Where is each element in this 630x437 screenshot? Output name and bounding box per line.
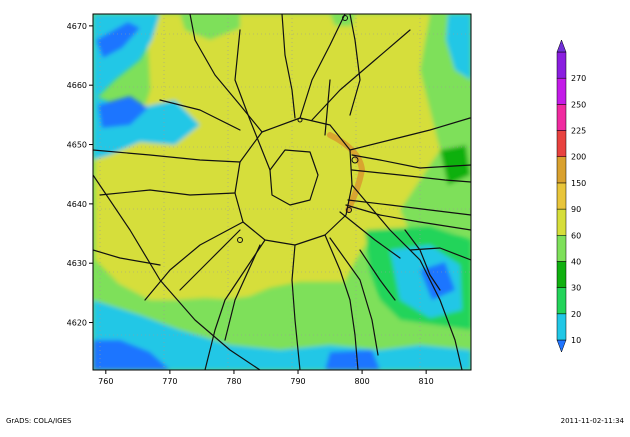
y-tick-label: 4670 bbox=[67, 22, 87, 31]
x-tick-label: 810 bbox=[419, 377, 434, 386]
colorbar-label: 225 bbox=[571, 127, 586, 136]
field-cyan-south bbox=[93, 300, 471, 370]
footer-timestamp: 2011-11-02-11:34 bbox=[560, 417, 624, 425]
field-blue-topleft bbox=[96, 22, 140, 58]
field-blue-west bbox=[98, 96, 148, 128]
colorbar-label: 40 bbox=[571, 257, 581, 266]
colorbar-arrow-low bbox=[556, 339, 567, 353]
colorbar-swatch bbox=[556, 287, 567, 315]
colorbar-label: 150 bbox=[571, 179, 586, 188]
y-tick-label: 4660 bbox=[67, 81, 87, 90]
x-tick-label: 770 bbox=[162, 377, 177, 386]
colorbar-label: 60 bbox=[571, 231, 581, 240]
x-axis: 760 770 780 790 800 810 bbox=[98, 370, 434, 386]
field-green-south2 bbox=[240, 322, 330, 345]
colorbar-label: 270 bbox=[571, 74, 586, 83]
colorbar-label: 200 bbox=[571, 153, 586, 162]
field-blue-south2 bbox=[325, 350, 380, 370]
colorbar-swatch bbox=[556, 51, 567, 79]
colorbar-swatch bbox=[556, 261, 567, 288]
x-tick-label: 790 bbox=[290, 377, 305, 386]
colorbar-label: 10 bbox=[571, 336, 581, 345]
colorbar-label: 20 bbox=[571, 310, 581, 319]
field-green-mid-south bbox=[300, 298, 350, 325]
colorbar-label: 30 bbox=[571, 284, 581, 293]
x-tick-label: 760 bbox=[98, 377, 113, 386]
field-darkgreen-east bbox=[440, 145, 470, 185]
footer-credit: GrADS: COLA/IGES bbox=[6, 417, 72, 425]
field-green-top bbox=[180, 14, 240, 40]
y-tick-label: 4630 bbox=[67, 259, 87, 268]
road-network bbox=[93, 14, 471, 370]
colorbar-swatch bbox=[556, 156, 567, 184]
contour-field bbox=[93, 14, 471, 370]
field-yellow bbox=[95, 14, 470, 300]
colorbar-swatch bbox=[556, 208, 567, 236]
y-tick-label: 4650 bbox=[67, 141, 87, 150]
y-axis: 4620 4630 4640 4650 4660 4670 bbox=[67, 22, 93, 328]
grid-lines bbox=[93, 14, 471, 370]
colorbar-swatch bbox=[556, 130, 567, 157]
x-tick-label: 780 bbox=[226, 377, 241, 386]
plot-frame bbox=[92, 13, 472, 371]
colorbar-label: 90 bbox=[571, 205, 581, 214]
y-tick-label: 4620 bbox=[67, 319, 87, 328]
field-cyan-east bbox=[446, 14, 471, 80]
colorbar-swatch bbox=[556, 104, 567, 131]
x-tick-label: 800 bbox=[354, 377, 369, 386]
y-tick-label: 4640 bbox=[67, 200, 87, 209]
colorbar-arrow-high bbox=[556, 39, 567, 53]
field-blue-south bbox=[93, 340, 170, 370]
colorbar-swatch bbox=[556, 182, 567, 210]
colorbar-swatch bbox=[556, 77, 567, 105]
colorbar-swatch bbox=[556, 313, 567, 341]
node-marks bbox=[237, 15, 359, 243]
colorbar: 10 20 30 40 60 90 150 200 225 250 270 bbox=[556, 39, 586, 353]
colorbar-label: 250 bbox=[571, 100, 586, 109]
colorbar-swatch bbox=[556, 235, 567, 262]
